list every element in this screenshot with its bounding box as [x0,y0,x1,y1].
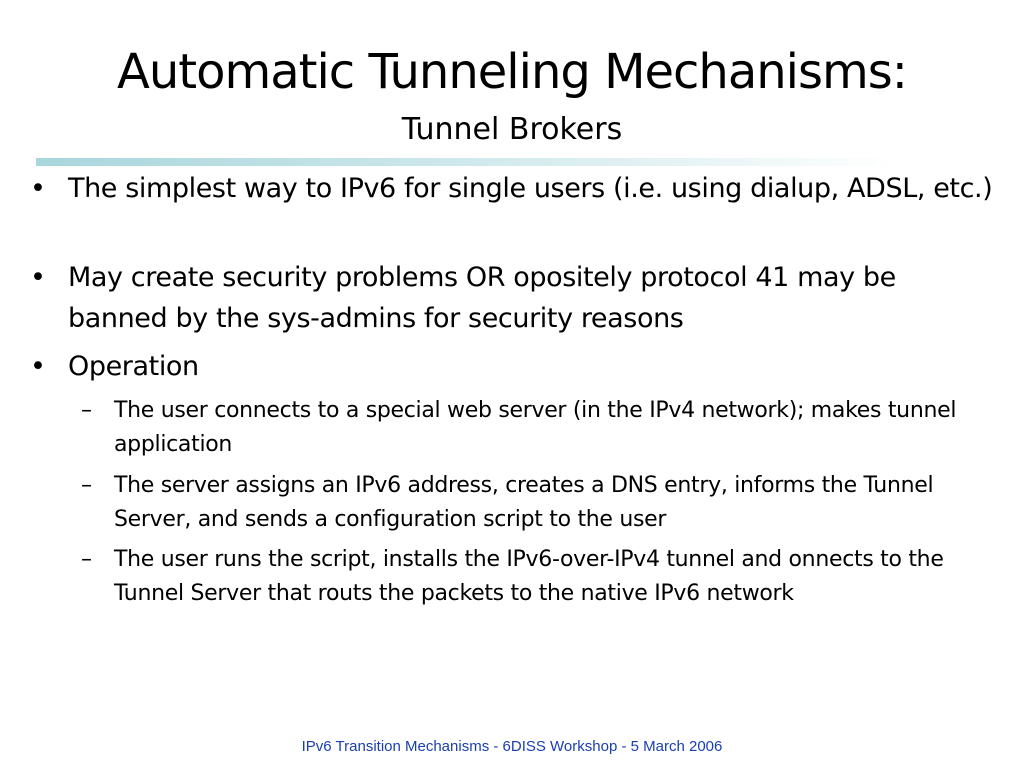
bullet-text: The simplest way to IPv6 for single user… [68,173,993,204]
bullet-marker: • [30,351,46,382]
sub-bullet-item: – The user runs the script, installs the… [81,543,1004,611]
slide-footer: IPv6 Transition Mechanisms - 6DISS Works… [301,738,723,755]
sub-bullet-text: The user runs the script, installs the I… [114,547,944,606]
sub-bullet-text: The server assigns an IPv6 address, crea… [114,473,934,532]
slide-title: Automatic Tunneling Mechanisms: [117,44,908,100]
bullet-item: • Operation [30,346,998,387]
bullet-item: • The simplest way to IPv6 for single us… [30,168,998,209]
slide-subtitle: Tunnel Brokers [401,112,623,147]
bullet-text: May create security problems OR opositel… [68,262,896,334]
bullet-item: • May create security problems OR oposit… [30,257,998,339]
title-divider [36,158,896,166]
sub-bullet-marker: – [81,473,92,498]
sub-bullet-marker: – [81,547,92,572]
bullet-text: Operation [68,351,199,382]
sub-bullet-item: – The user connects to a special web ser… [81,394,1004,462]
sub-bullet-item: – The server assigns an IPv6 address, cr… [81,469,1004,537]
bullet-marker: • [30,262,46,293]
bullet-marker: • [30,173,46,204]
sub-bullet-text: The user connects to a special web serve… [114,398,957,457]
sub-bullet-marker: – [81,398,92,423]
